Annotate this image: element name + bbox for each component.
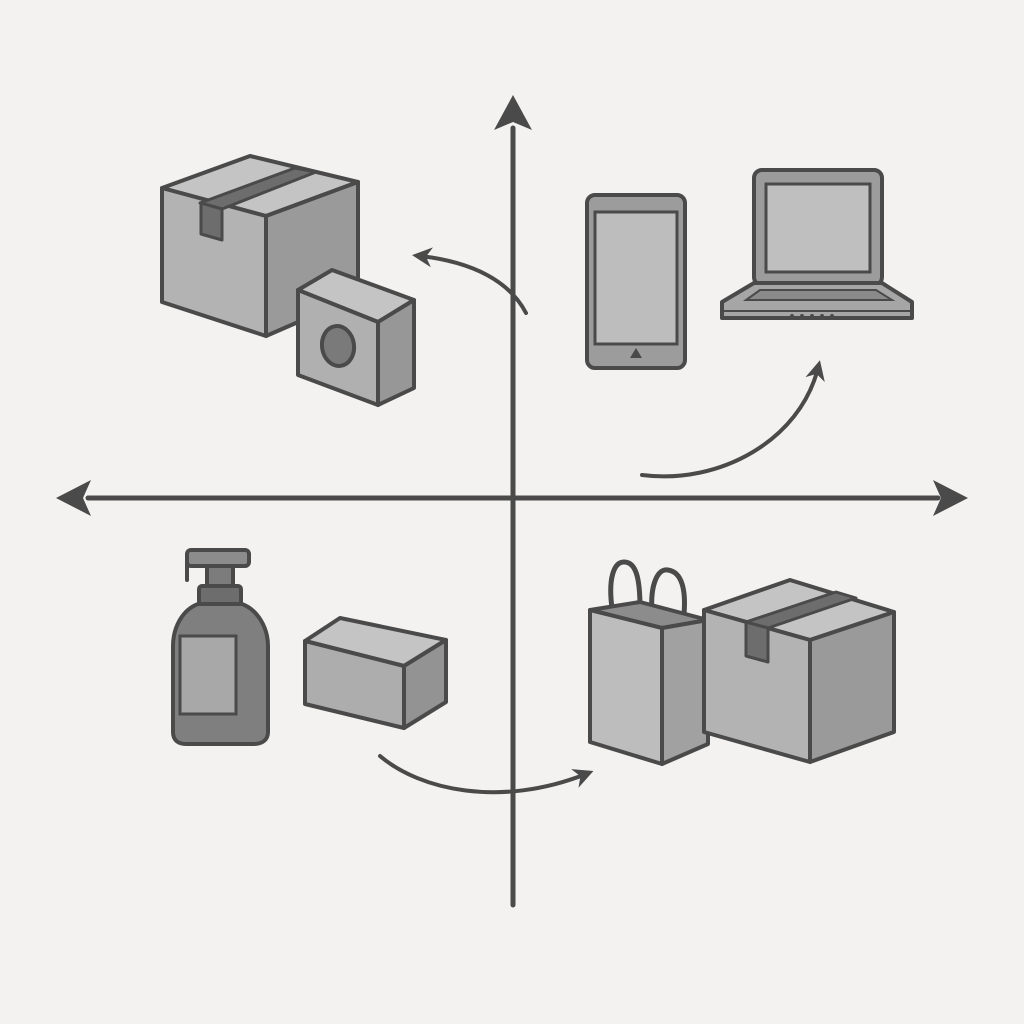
horizontal-axis	[56, 480, 968, 516]
curved-arrow-pointing-right	[378, 754, 594, 795]
shopping-bag-icon	[588, 559, 710, 766]
small-box-icon	[296, 268, 416, 407]
vertical-axis	[494, 95, 532, 908]
curved-arrow-pointing-left	[412, 247, 528, 315]
cardboard-box-icon-2	[702, 578, 896, 764]
curved-arrow-pointing-up	[640, 360, 825, 479]
smartphone-icon	[585, 193, 687, 370]
laptop-icon	[720, 168, 914, 320]
cardboard-box-icon	[160, 154, 360, 338]
pump-bottle-icon	[171, 548, 270, 746]
flat-box-icon	[303, 616, 448, 730]
